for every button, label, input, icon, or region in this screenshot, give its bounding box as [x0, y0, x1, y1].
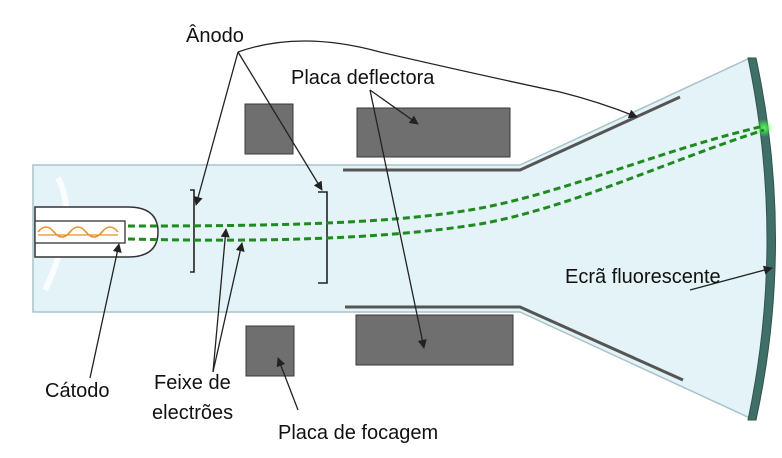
bottom-strip: [345, 305, 684, 382]
deflector-plate-top: [356, 107, 511, 158]
label-beam-line1: Feixe de: [154, 372, 231, 394]
electron-beam-upper: [127, 124, 765, 228]
label-beam-line2: electrões: [152, 402, 233, 424]
label-anode: Ânodo: [186, 24, 244, 47]
label-deflector: Placa deflectora: [291, 67, 435, 89]
pointer-lines: [89, 40, 773, 411]
anode-pointer-right: [237, 51, 323, 191]
filament-icon: [37, 226, 119, 238]
deflector-plate-bottom: [355, 314, 514, 366]
anode-pointer-tube: [237, 40, 638, 119]
focus-plate-top: [244, 103, 294, 155]
focus-plate-bottom: [245, 325, 295, 377]
label-cathode: Cátodo: [45, 380, 110, 402]
beam-pointer-b: [212, 242, 245, 373]
cathode-pointer: [89, 243, 122, 379]
beam-pointer-a: [212, 228, 230, 373]
fluorescent-screen: [747, 57, 776, 421]
deflector-pointer-top: [369, 89, 419, 125]
anode-left-bracket: [190, 189, 195, 273]
anode-pointer-left: [193, 51, 239, 206]
label-focus: Placa de focagem: [278, 422, 438, 444]
cathode-filament-box: [34, 220, 126, 244]
electron-beam-lower: [127, 128, 765, 242]
label-screen: Ecrã fluorescente: [565, 266, 721, 288]
focus-pointer: [276, 357, 299, 411]
beam-spot: [755, 119, 773, 137]
deflector-pointer-bottom: [369, 89, 427, 349]
top-strip: [343, 95, 681, 172]
screen-pointer: [689, 265, 773, 291]
